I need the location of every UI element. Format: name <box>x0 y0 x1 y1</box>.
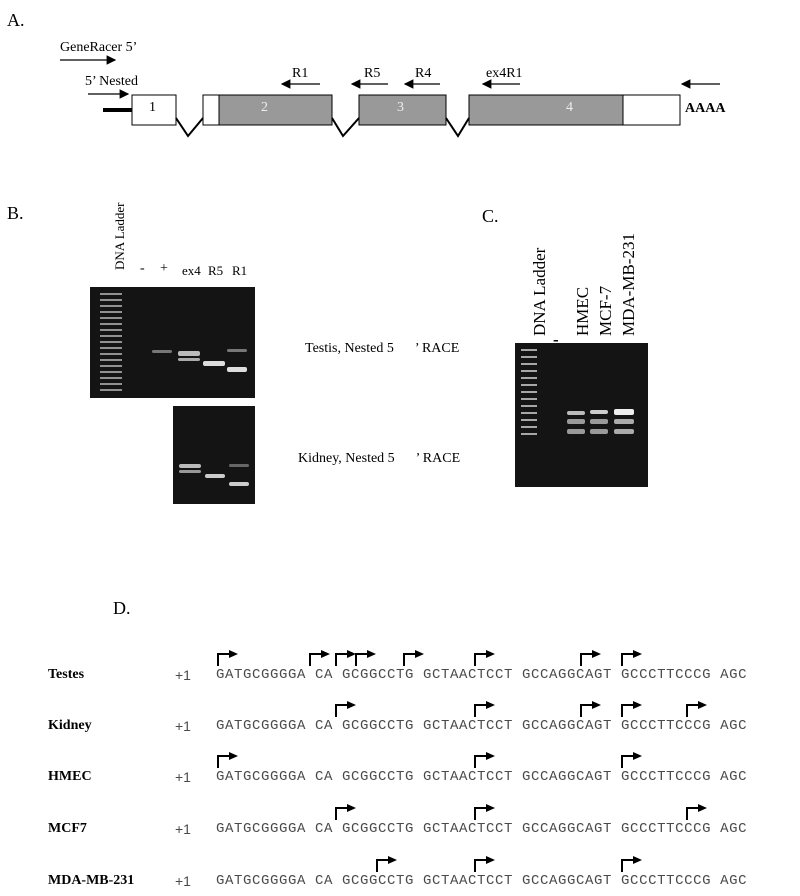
r5-label: R5 <box>364 66 381 81</box>
testis-caption: Testis, Nested 5 ’ RACE <box>305 341 460 356</box>
sample-label-testes: Testes <box>48 667 85 682</box>
tss-arrow-icon <box>376 856 397 872</box>
tss-arrow-icon <box>621 856 642 872</box>
sequence-mcf7: GATGCGGGGA CA GCGGCCTG GCTAACTCCT GCCAGG… <box>216 821 748 837</box>
exon-2-box <box>218 94 333 126</box>
position-label: +1 <box>175 769 191 785</box>
panel-a-label: A. <box>7 10 25 30</box>
generacer-primer-label: GeneRacer 5’ <box>60 40 138 55</box>
exon-2-label: 2 <box>261 100 268 115</box>
tss-arrow-icon <box>355 650 376 666</box>
exon-1-box <box>131 94 177 126</box>
tss-arrow-icon <box>580 650 601 666</box>
tss-arrow-icon <box>686 804 707 820</box>
intron-1 <box>175 117 204 138</box>
gel-b-lane-r1: R1 <box>232 263 248 278</box>
sequence-mdamb231: GATGCGGGGA CA GCGGCCTG GCTAACTCCT GCCAGG… <box>216 873 748 889</box>
sample-label-kidney: Kidney <box>48 718 92 733</box>
sequence-testes: GATGCGGGGA CA GCGGCCTG GCTAACTCCT GCCAGG… <box>216 667 748 683</box>
gel-b-lane-pos: + <box>160 261 168 276</box>
tss-arrow-icon <box>403 650 424 666</box>
position-label: +1 <box>175 667 191 683</box>
kidney-gel-image <box>173 406 255 504</box>
sample-label-mcf7: MCF7 <box>48 821 87 836</box>
exon-3-box <box>358 94 447 126</box>
tss-arrow-icon <box>621 701 642 717</box>
tss-arrow-icon <box>217 752 238 768</box>
exon-2-utr <box>202 94 220 126</box>
intron-2 <box>331 117 360 138</box>
ex4r1-label: ex4R1 <box>486 66 523 81</box>
gel-c-lane-neg: - <box>553 330 559 349</box>
panel-b-label: B. <box>7 203 24 223</box>
polya-tail: AAAA <box>685 101 726 116</box>
ladder-lane <box>521 349 537 439</box>
tss-arrow-icon <box>335 701 356 717</box>
panel-d-label: D. <box>113 598 131 618</box>
r4-label: R4 <box>415 66 432 81</box>
intron-3 <box>445 117 470 138</box>
cell-line-gel-image <box>515 343 648 487</box>
tss-arrow-icon <box>474 804 495 820</box>
tss-arrow-icon <box>474 856 495 872</box>
gel-c-lane-mcf7: MCF-7 <box>596 285 615 336</box>
position-label: +1 <box>175 873 191 889</box>
gene-structure-diagram <box>60 55 720 138</box>
sample-label-hmec: HMEC <box>48 769 92 784</box>
nested-primer-label: 5’ Nested <box>85 74 138 89</box>
position-label: +1 <box>175 821 191 837</box>
r1-label: R1 <box>292 66 309 81</box>
position-label: +1 <box>175 718 191 734</box>
tss-arrow-icon <box>621 650 642 666</box>
tss-arrow-icon <box>580 701 601 717</box>
gel-b-lane-ex4: ex4 <box>182 263 201 278</box>
tss-arrow-icon <box>309 650 330 666</box>
gel-b-ladder-label: DNA Ladder <box>112 202 127 270</box>
testis-gel-image <box>90 287 255 398</box>
panel-c-label: C. <box>482 206 499 226</box>
exon-4-label: 4 <box>566 100 573 115</box>
sequence-hmec: GATGCGGGGA CA GCGGCCTG GCTAACTCCT GCCAGG… <box>216 769 748 785</box>
tss-arrow-icon <box>335 650 356 666</box>
tss-arrow-icon <box>474 752 495 768</box>
tss-arrow-icon <box>335 804 356 820</box>
kidney-caption: Kidney, Nested 5 ’ RACE <box>298 451 461 466</box>
gel-c-lane-hmec: HMEC <box>573 286 592 336</box>
ladder-lane <box>100 293 122 393</box>
sequence-kidney: GATGCGGGGA CA GCGGCCTG GCTAACTCCT GCCAGG… <box>216 718 748 734</box>
tss-arrow-icon <box>217 650 238 666</box>
gel-c-ladder-label: DNA Ladder <box>530 247 549 336</box>
exon-4-box <box>468 94 624 126</box>
tss-arrow-icon <box>474 701 495 717</box>
tss-arrow-icon <box>686 701 707 717</box>
exon-3-label: 3 <box>397 100 404 115</box>
tss-arrow-icon <box>474 650 495 666</box>
sample-label-mdamb231: MDA-MB-231 <box>48 873 135 888</box>
gel-b-lane-r5: R5 <box>208 263 224 278</box>
exon-4-utr <box>622 94 681 126</box>
tss-arrow-icon <box>621 752 642 768</box>
gel-b-lane-neg: - <box>140 261 145 276</box>
exon-1-label: 1 <box>149 100 156 115</box>
gel-c-lane-mdamb231: MDA-MB-231 <box>619 233 638 336</box>
